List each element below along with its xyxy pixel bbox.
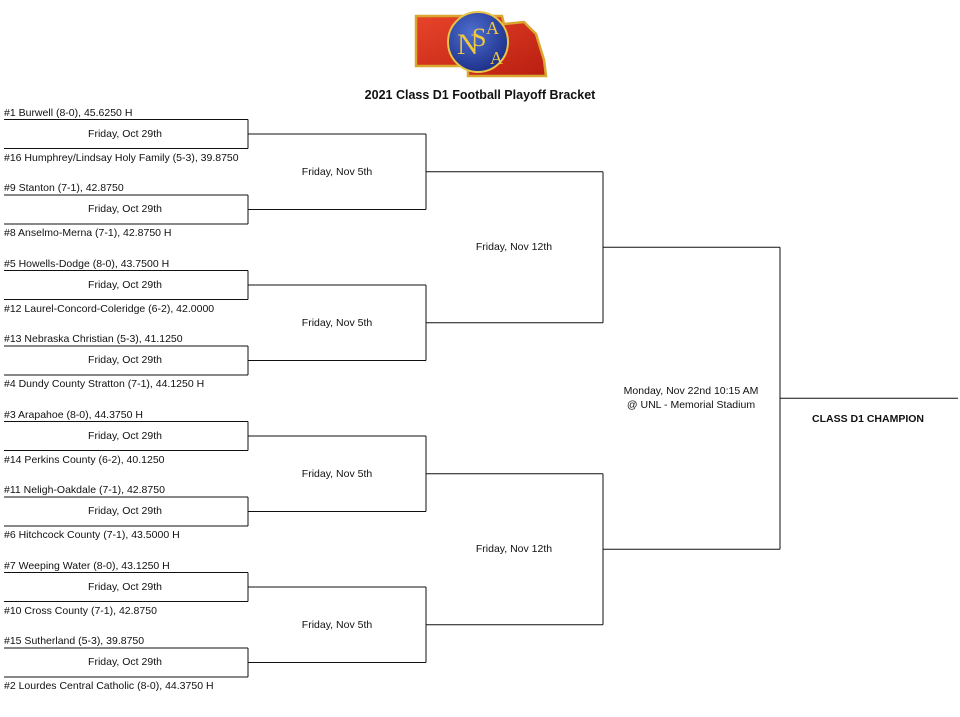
game-date-label: Friday, Oct 29th: [88, 278, 162, 291]
final-venue-label: @ UNL - Memorial Stadium: [626, 399, 756, 412]
game-date-label: Friday, Oct 29th: [88, 203, 162, 215]
game-date-label: Friday, Nov 5th: [301, 316, 373, 329]
game-date-label: Friday, Nov 5th: [301, 618, 373, 631]
logo-circle: [447, 11, 509, 73]
team-label: #9 Stanton (7-1), 42.8750: [4, 182, 124, 194]
team-label: #1 Burwell (8-0), 45.6250 H: [4, 106, 133, 119]
game-date-label: Friday, Nov 5th: [301, 467, 373, 480]
team-label: #4 Dundy County Stratton (7-1), 44.1250 …: [4, 378, 205, 390]
team-label: #12 Laurel-Concord-Coleridge (6-2), 42.0…: [4, 302, 215, 315]
team-label: #6 Hitchcock County (7-1), 43.5000 H: [4, 529, 180, 541]
game-date-label: Friday, Nov 12th: [475, 543, 553, 556]
team-label: #3 Arapahoe (8-0), 44.3750 H: [4, 408, 143, 421]
game-date-label: Friday, Nov 5th: [301, 165, 373, 178]
nsaa-logo: N S A A: [414, 11, 548, 78]
team-label: #16 Humphrey/Lindsay Holy Family (5-3), …: [4, 151, 239, 164]
team-label: #8 Anselmo-Merna (7-1), 42.8750 H: [4, 227, 172, 239]
game-date-label: Friday, Oct 29th: [88, 429, 162, 442]
game-date-label: Friday, Oct 29th: [88, 580, 162, 593]
game-date-label: Friday, Oct 29th: [88, 656, 162, 668]
team-label: #13 Nebraska Christian (5-3), 41.1250: [4, 333, 183, 345]
game-date-label: Friday, Oct 29th: [88, 505, 162, 517]
team-label: #5 Howells-Dodge (8-0), 43.7500 H: [4, 257, 170, 270]
logo-letter-a1: A: [486, 18, 499, 38]
final-date-label: Monday, Nov 22nd 10:15 AM: [623, 385, 759, 398]
logo-letter-n: N: [457, 28, 479, 61]
logo-letter-a2: A: [490, 48, 503, 68]
game-date-label: Friday, Oct 29th: [88, 127, 162, 140]
team-label: #14 Perkins County (6-2), 40.1250: [4, 453, 165, 466]
team-label: #11 Neligh-Oakdale (7-1), 42.8750: [4, 484, 165, 496]
team-label: #15 Sutherland (5-3), 39.8750: [4, 635, 145, 647]
game-date-label: Friday, Nov 12th: [475, 241, 553, 254]
team-label: #2 Lourdes Central Catholic (8-0), 44.37…: [4, 680, 214, 692]
game-date-label: Friday, Oct 29th: [88, 354, 162, 366]
team-label: #10 Cross County (7-1), 42.8750: [4, 604, 157, 617]
logo-letter-s: S: [472, 23, 486, 52]
champion-label: CLASS D1 CHAMPION: [811, 413, 925, 426]
bracket-title: 2021 Class D1 Football Playoff Bracket: [364, 88, 596, 102]
team-label: #7 Weeping Water (8-0), 43.1250 H: [4, 559, 170, 572]
